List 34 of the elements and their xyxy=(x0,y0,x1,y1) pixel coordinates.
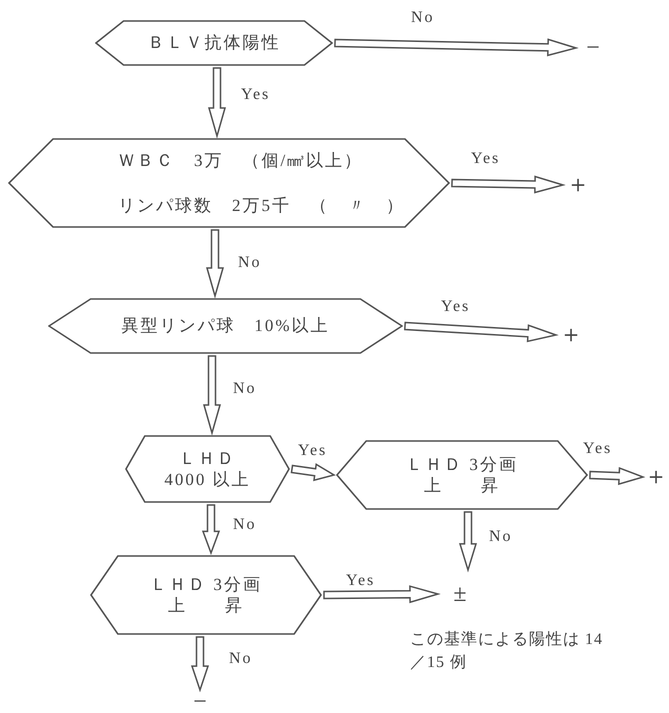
node-text: ＬＨＤ xyxy=(179,448,236,469)
result-sign: ± xyxy=(453,580,467,609)
hollow-arrow xyxy=(206,229,224,299)
decision-hexagon xyxy=(95,20,333,66)
hollow-arrow xyxy=(202,504,220,556)
hollow-arrow xyxy=(203,355,221,436)
result-sign: − xyxy=(586,34,600,63)
hollow-arrow xyxy=(404,322,559,342)
node-text: リンパ球数 2万5千 （ 〃 ） xyxy=(118,194,405,216)
hollow-arrow xyxy=(589,467,646,486)
node-text: ＬＨＤ 3分画 xyxy=(150,574,262,595)
note-text: この基準による陽性は 14／15 例 xyxy=(410,630,604,674)
result-sign: ＋ xyxy=(566,171,590,200)
node-text: 4000 以上 xyxy=(164,469,251,490)
result-sign: ＋ xyxy=(559,321,583,350)
hollow-arrow xyxy=(334,38,579,56)
decision-hexagon xyxy=(90,555,322,635)
node-text: 異型リンパ球 10%以上 xyxy=(121,315,330,337)
node-text: ＬＨＤ 3分画 xyxy=(406,454,518,475)
hollow-arrow xyxy=(208,67,226,139)
hollow-arrow xyxy=(323,585,441,604)
hollow-arrow xyxy=(458,511,478,573)
result-sign: ＋ xyxy=(644,463,668,492)
node-text: 上 昇 xyxy=(424,475,500,496)
hollow-arrow xyxy=(190,636,210,692)
node-text: ＢＬＶ抗体陽性 xyxy=(148,32,280,54)
decision-hexagon xyxy=(8,138,450,228)
node-text: ＷＢＣ 3万 （個/㎣以上） xyxy=(118,150,364,172)
result-sign: − xyxy=(193,688,207,713)
hollow-arrow xyxy=(451,175,566,194)
hollow-arrow xyxy=(290,463,336,482)
node-text: 上 昇 xyxy=(168,595,244,616)
decision-hexagon xyxy=(48,298,403,354)
decision-hexagon xyxy=(125,435,290,503)
